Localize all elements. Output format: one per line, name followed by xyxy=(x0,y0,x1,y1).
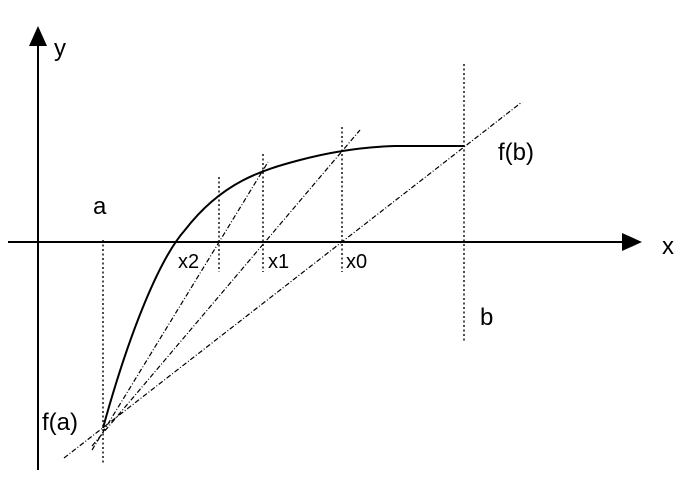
x-axis-arrowhead xyxy=(622,233,642,251)
secant-line-fa-x1 xyxy=(91,161,269,451)
secant-line-fa-x0 xyxy=(91,129,361,447)
label-b: b xyxy=(480,304,493,331)
label-x2: x2 xyxy=(178,251,199,273)
label-a: a xyxy=(93,193,107,220)
function-curve xyxy=(102,145,464,429)
label-x1: x1 xyxy=(268,251,289,273)
axis-y-label: y xyxy=(54,35,66,62)
label-x0: x0 xyxy=(346,251,367,273)
label-fa: f(a) xyxy=(42,409,78,436)
label-fb: f(b) xyxy=(498,139,534,166)
axis-x-label: x xyxy=(662,233,674,260)
secant-line-fa-fb xyxy=(63,101,523,459)
y-axis-arrowhead xyxy=(29,26,47,46)
